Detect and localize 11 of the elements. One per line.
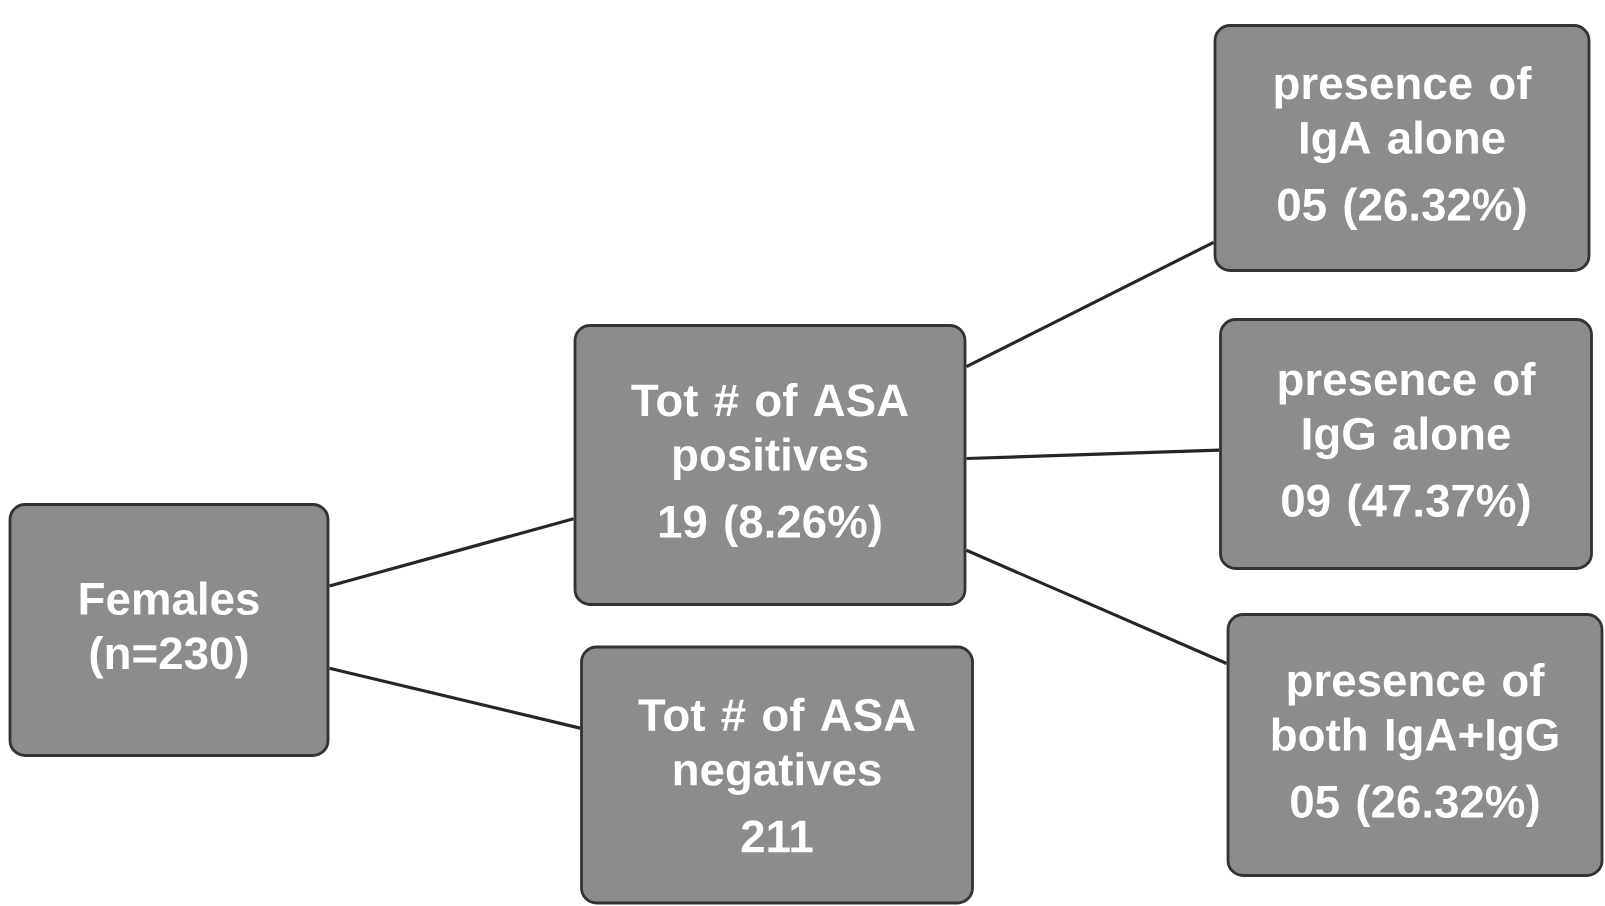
process-box: presence of both IgA+IgG 05 (26.32%) [1226,613,1604,877]
process-box: Tot # of ASA negatives 211 [580,645,974,905]
process-box: presence of IgG alone 09 (47.37%) [1219,318,1593,570]
connector-line [329,517,574,588]
process-box: presence of IgA alone 05 (26.32%) [1213,24,1591,272]
connector-line [966,448,1220,461]
connector-line [965,548,1228,665]
connector-line [965,240,1215,369]
connector-line [329,666,581,730]
process-box: Females (n=230) [8,503,330,757]
process-box: Tot # of ASA positives 19 (8.26%) [573,324,967,606]
